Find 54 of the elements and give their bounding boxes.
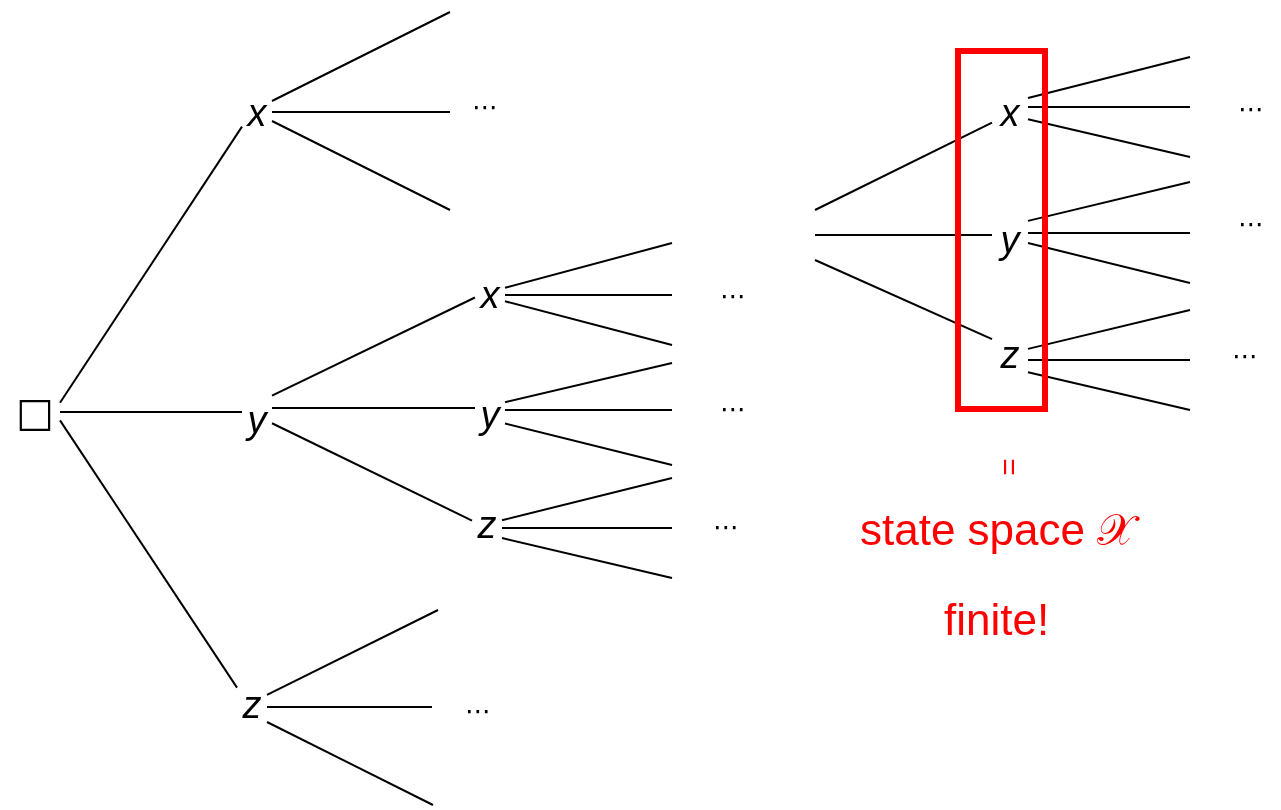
- connector-line: [1027, 371, 1191, 411]
- connector-line: [266, 609, 439, 696]
- node-label: x: [242, 88, 272, 138]
- node-label: z: [992, 331, 1028, 379]
- connector-line: [501, 477, 673, 522]
- equals-sign: =: [993, 458, 1024, 476]
- connector-line: [1027, 118, 1191, 158]
- connector-line: [1027, 309, 1191, 350]
- connector-line: [1027, 56, 1191, 100]
- connector-line: [814, 259, 993, 341]
- connector-line: [59, 125, 243, 404]
- node-label: z: [472, 500, 502, 550]
- connector-line: [504, 362, 673, 404]
- ellipsis: ⋯: [472, 94, 498, 120]
- node-label: □: [10, 382, 60, 442]
- connector-line: [504, 300, 673, 346]
- connector-line: [1027, 359, 1191, 361]
- connector-line: [266, 706, 433, 708]
- connector-line: [1027, 181, 1191, 222]
- connector-line: [271, 407, 476, 409]
- connector-line: [501, 527, 673, 529]
- connector-line: [814, 121, 993, 211]
- connector-line: [504, 409, 673, 411]
- annotation-text: finite!: [944, 598, 1050, 642]
- connector-line: [271, 120, 451, 211]
- connector-line: [504, 422, 673, 466]
- ellipsis: ⋯: [720, 283, 746, 309]
- connector-line: [501, 537, 673, 579]
- connector-line: [271, 422, 473, 522]
- connector-line: [504, 294, 673, 296]
- ellipsis: ⋯: [1232, 343, 1258, 369]
- connector-line: [1027, 242, 1191, 284]
- node-label: y: [475, 390, 505, 440]
- ellipsis: ⋯: [713, 514, 739, 540]
- connector-line: [814, 234, 993, 236]
- state-space-frame: [955, 48, 1048, 412]
- connector-line: [271, 111, 451, 113]
- connector-line: [59, 411, 243, 413]
- ellipsis: ⋯: [1238, 211, 1264, 237]
- connector-line: [271, 11, 451, 102]
- connector-line: [504, 242, 673, 289]
- ellipsis: ⋯: [720, 396, 746, 422]
- ellipsis: ⋯: [465, 698, 491, 724]
- node-label: y: [992, 216, 1028, 264]
- node-label: y: [242, 395, 272, 445]
- connector-line: [271, 296, 476, 397]
- node-label: x: [992, 89, 1028, 137]
- connector-line: [266, 721, 434, 806]
- connector-line: [59, 419, 238, 689]
- ellipsis: ⋯: [1238, 96, 1264, 122]
- node-label: x: [475, 270, 505, 320]
- connector-line: [1027, 232, 1191, 234]
- connector-line: [1027, 106, 1191, 108]
- node-label: z: [237, 680, 267, 730]
